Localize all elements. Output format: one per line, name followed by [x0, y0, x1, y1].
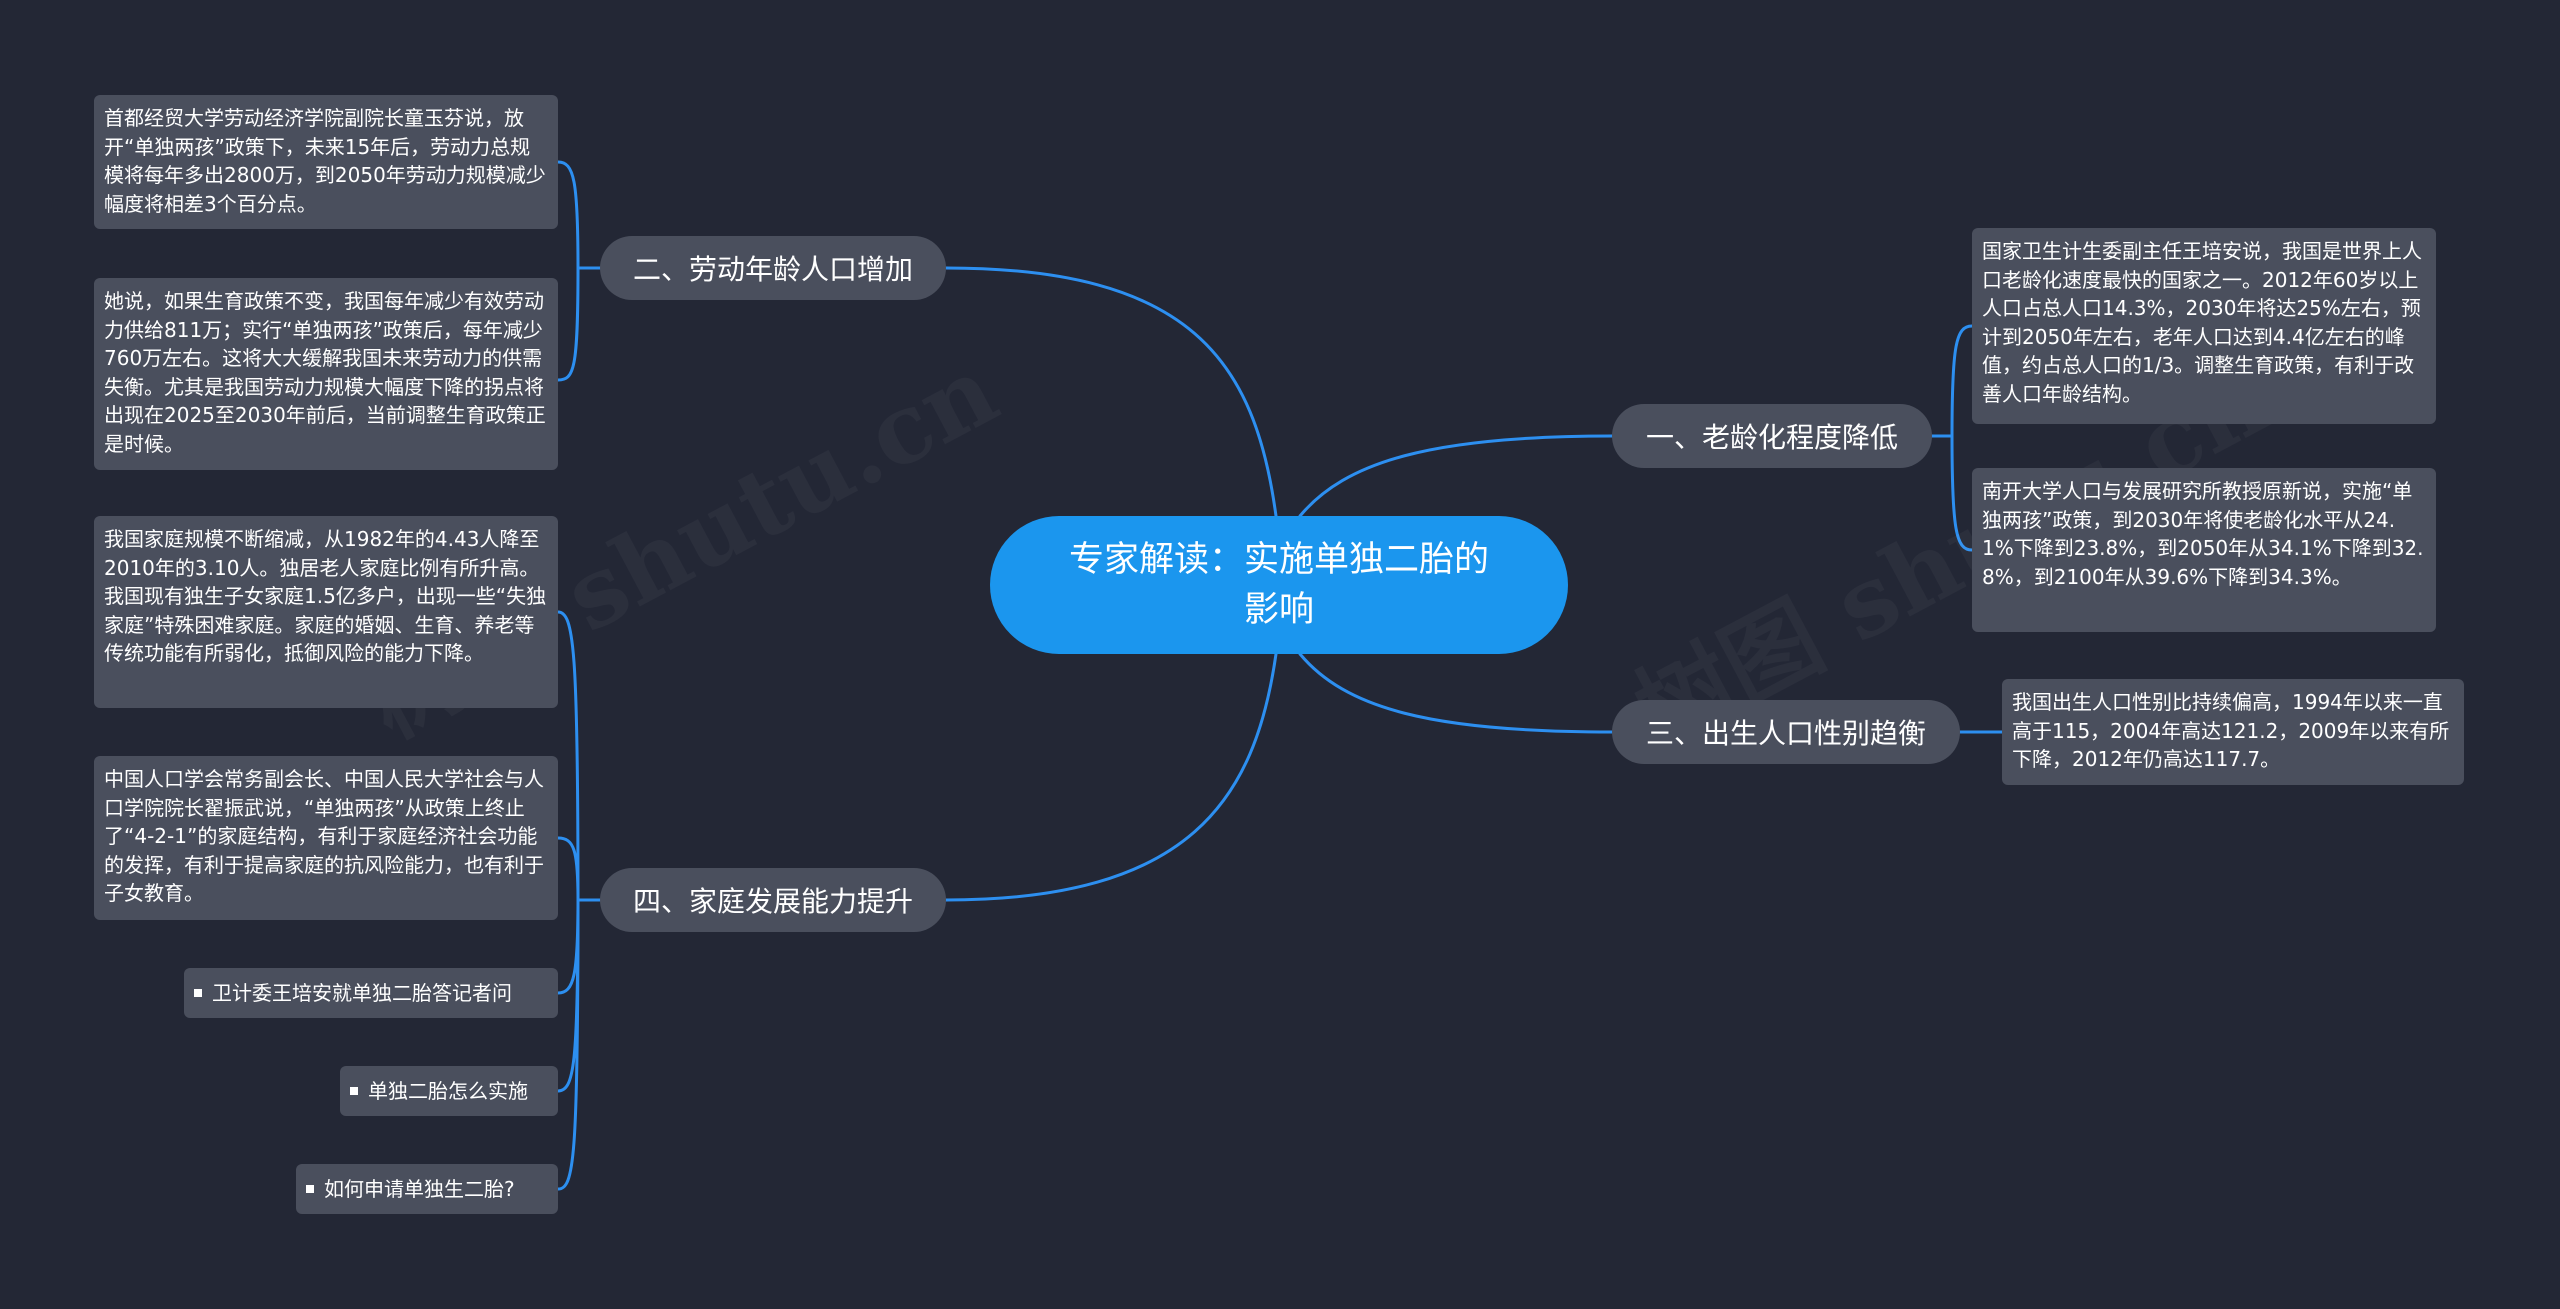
- branch-aging[interactable]: 一、老龄化程度降低: [1612, 404, 1932, 468]
- link-b2-leaf1: [556, 160, 580, 270]
- leaf-aging-1[interactable]: 国家卫生计生委副主任王培安说，我国是世界上人口老龄化速度最快的国家之一。2012…: [1972, 228, 2436, 424]
- leaf-family-5[interactable]: 如何申请单独生二胎?: [296, 1164, 558, 1214]
- link-b4-leaf1: [556, 610, 580, 902]
- leaf-family-2[interactable]: 中国人口学会常务副会长、中国人民大学社会与人口学院院长翟振武说，“单独两孩”从政…: [94, 756, 558, 920]
- link-b4-leaf3: [556, 898, 580, 995]
- branch-family[interactable]: 四、家庭发展能力提升: [600, 868, 946, 932]
- link-root-b3: [1298, 652, 1614, 734]
- branch-sex-ratio-label: 三、出生人口性别趋衡: [1645, 717, 1926, 750]
- leaf-family-4-label: 单独二胎怎么实施: [368, 1078, 528, 1103]
- leaf-family-4[interactable]: 单独二胎怎么实施: [340, 1066, 558, 1116]
- branch-labor-label: 二、劳动年龄人口增加: [632, 253, 913, 286]
- central-topic[interactable]: 专家解读：实施单独二胎的影响: [990, 516, 1568, 654]
- leaf-labor-2[interactable]: 她说，如果生育政策不变，我国每年减少有效劳动力供给811万；实行“单独两孩”政策…: [94, 278, 558, 470]
- leaf-sex-ratio-1[interactable]: 我国出生人口性别比持续偏高，1994年以来一直高于115，2004年高达121.…: [2002, 679, 2464, 785]
- branch-sex-ratio[interactable]: 三、出生人口性别趋衡: [1612, 700, 1960, 764]
- link-root-b2: [944, 266, 1278, 518]
- branch-labor[interactable]: 二、劳动年龄人口增加: [600, 236, 946, 300]
- central-topic-label: 专家解读：实施单独二胎的影响: [1068, 540, 1489, 630]
- link-b1-leaf2: [1950, 434, 1974, 552]
- leaf-family-1[interactable]: 我国家庭规模不断缩减，从1982年的4.43人降至2010年的3.10人。独居老…: [94, 516, 558, 708]
- leaf-family-3[interactable]: 卫计委王培安就单独二胎答记者问: [184, 968, 558, 1018]
- link-root-b1: [1298, 434, 1614, 518]
- link-b4-leaf2: [556, 836, 580, 902]
- bullet-icon: [350, 1087, 358, 1095]
- link-b4-leaf4: [556, 898, 580, 1093]
- bullet-icon: [306, 1185, 314, 1193]
- branch-aging-label: 一、老龄化程度降低: [1645, 421, 1898, 454]
- leaf-family-5-label: 如何申请单独生二胎?: [324, 1176, 515, 1201]
- leaf-aging-2[interactable]: 南开大学人口与发展研究所教授原新说，实施“单独两孩”政策，到2030年将使老龄化…: [1972, 468, 2436, 632]
- bullet-icon: [194, 989, 202, 997]
- branch-family-label: 四、家庭发展能力提升: [632, 885, 913, 918]
- link-b4-leaf5: [556, 898, 580, 1191]
- link-b1-leaf1: [1950, 324, 1974, 438]
- link-b2-leaf2: [556, 266, 580, 382]
- leaf-labor-1[interactable]: 首都经贸大学劳动经济学院副院长童玉芬说，放开“单独两孩”政策下，未来15年后，劳…: [94, 95, 558, 229]
- link-root-b4: [944, 652, 1278, 902]
- leaf-family-3-label: 卫计委王培安就单独二胎答记者问: [212, 980, 512, 1005]
